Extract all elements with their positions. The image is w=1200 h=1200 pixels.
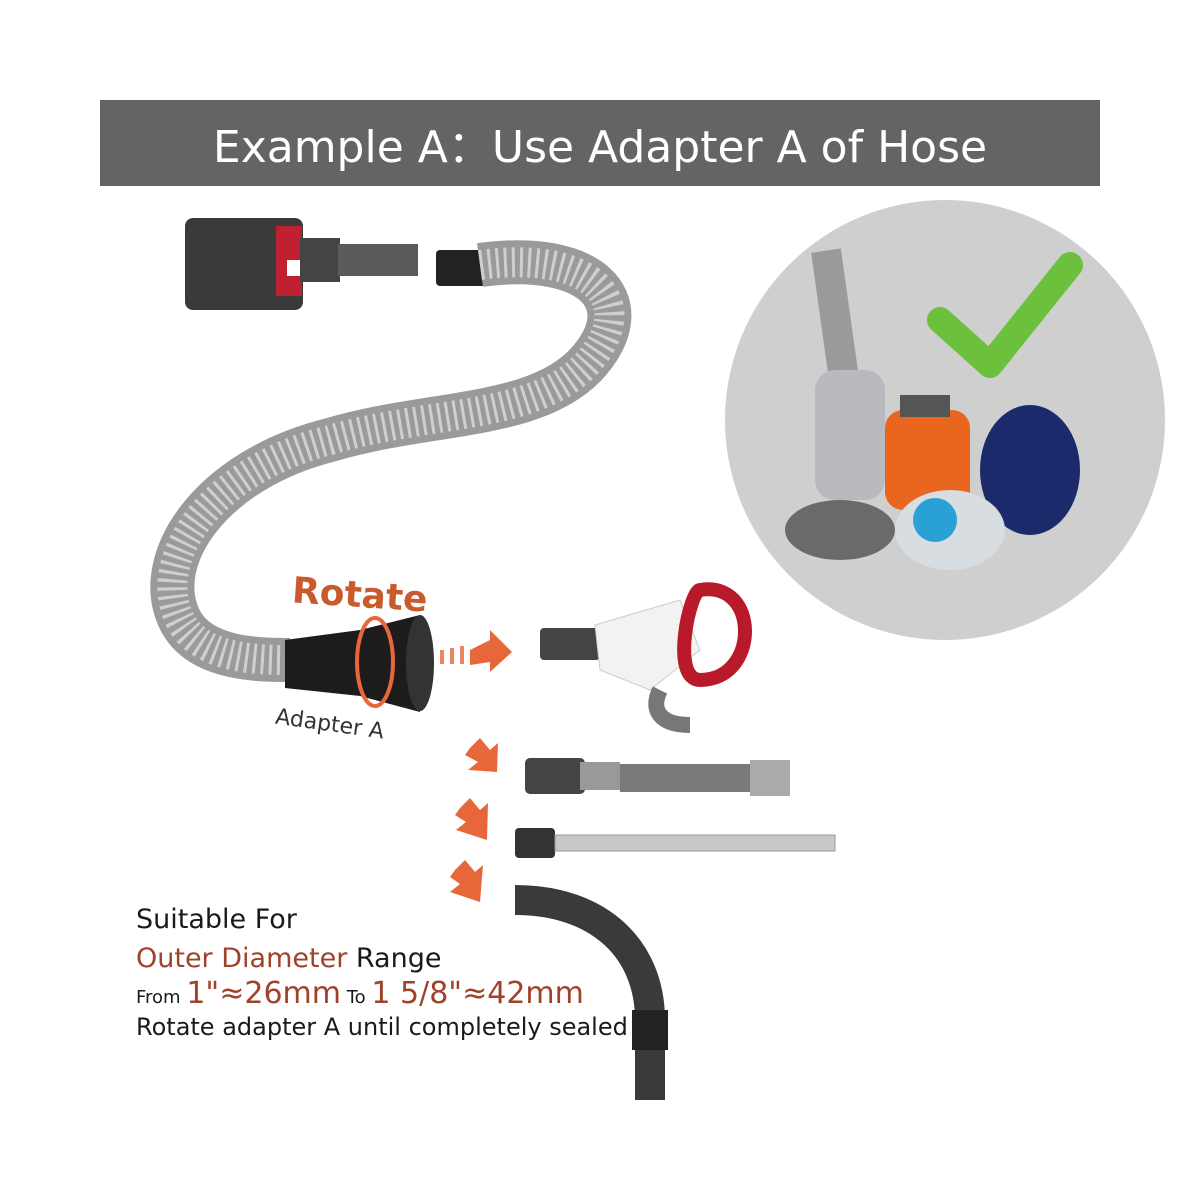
adapter-a xyxy=(285,615,434,712)
compatible-vacuums-circle xyxy=(725,200,1165,640)
diameter-range-values: From 1"≈26mm To 1 5/8"≈42mm xyxy=(136,976,628,1011)
page-title: Example A：Use Adapter A of Hose xyxy=(212,122,988,173)
extension-hose-attachment xyxy=(525,758,790,796)
compatibility-info: Suitable For Outer Diameter Range From 1… xyxy=(136,904,628,1041)
checkmark-icon xyxy=(927,252,1083,378)
rotate-arrows-icon xyxy=(355,616,395,708)
curved-wand-attachment xyxy=(514,885,668,1100)
flexible-hose xyxy=(150,240,632,682)
instruction-text: Rotate adapter A until completely sealed xyxy=(136,1013,628,1041)
upholstery-tool xyxy=(185,218,418,310)
from-text: From xyxy=(136,987,187,1008)
suitable-for-heading: Suitable For xyxy=(136,904,297,935)
min-diameter: 1"≈26mm xyxy=(186,976,341,1011)
diameter-range-heading: Outer Diameter Range xyxy=(136,943,628,974)
to-text: To xyxy=(340,987,372,1008)
page-title-banner: Example A：Use Adapter A of Hose xyxy=(100,100,1100,186)
outer-diameter-text: Outer Diameter xyxy=(136,943,348,974)
direction-arrows xyxy=(440,630,512,902)
range-text: Range xyxy=(347,943,442,974)
wand-attachment xyxy=(515,828,836,858)
max-diameter: 1 5/8"≈42mm xyxy=(371,976,584,1011)
handle-attachment xyxy=(540,582,752,733)
